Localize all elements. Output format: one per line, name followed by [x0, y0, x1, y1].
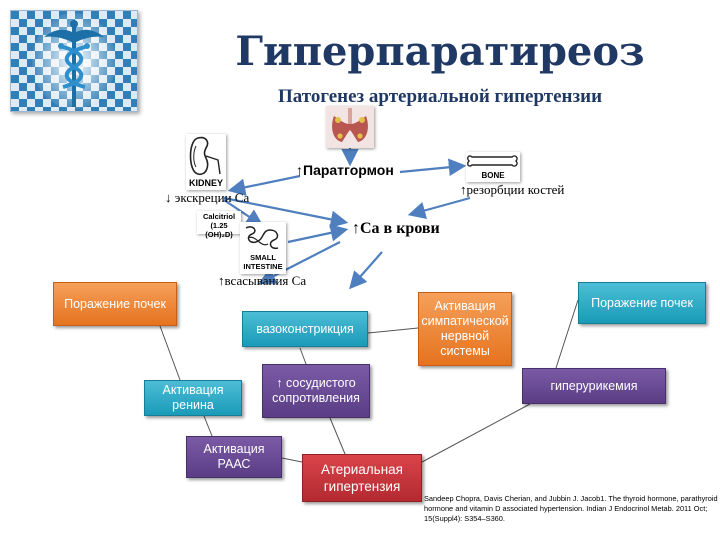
calcitriol-name: Calcitriol	[202, 212, 236, 221]
line-raas-hypertension	[281, 457, 303, 463]
bone-image: BONE	[466, 152, 520, 182]
raas-activation-box: Активация РААС	[186, 436, 282, 478]
thyroid-gland-icon	[326, 106, 374, 148]
line-vaso-sympathetic	[367, 327, 419, 334]
intestine-image: SMALL INTESTINE	[240, 222, 286, 274]
page-title: Гиперпаратиреоз	[235, 28, 645, 75]
kidney-damage-right-box: Поражение почек	[578, 282, 706, 324]
renin-activation-box: Активация ренина	[144, 380, 242, 416]
arrow-pth-to-bone	[399, 158, 467, 177]
arrow-bone-to-ca	[407, 196, 471, 219]
absorption-label: ↑всасывания Са	[218, 273, 307, 288]
reference-citation: Sandeep Chopra, Davis Cherian, and Jubbi…	[424, 494, 718, 523]
intestine-icon	[245, 226, 279, 250]
hyperuricemia-box: гиперурикемия	[522, 368, 666, 404]
sympathetic-activation-box: Активация симпатической нервной системы	[418, 292, 512, 366]
line-vaso-resistance	[299, 347, 307, 365]
arrow-kidney-to-calcitriol	[223, 199, 264, 227]
arterial-hypertension-box: Атериальная гипертензия	[302, 454, 422, 502]
calcitriol-formula: (1.25 (OH)₂D)	[205, 221, 233, 239]
kidney-label: KIDNEY	[188, 178, 223, 188]
intestine-label-2: INTESTINE	[243, 262, 283, 271]
bone-label: BONE	[481, 171, 505, 180]
arrow-pth-to-kidney	[227, 174, 301, 196]
arrow-ca-down-left	[258, 241, 341, 285]
line-kidney-renin	[159, 325, 181, 381]
kidney-damage-left-box: Поражение почек	[53, 282, 177, 326]
calcitriol-label: Calcitriol (1.25 (OH)₂D)	[197, 211, 241, 239]
kidney-image: KIDNEY	[186, 134, 226, 190]
blood-ca-label: ↑Са в крови	[352, 220, 440, 237]
line-hyperuricemia-hypertension	[421, 403, 531, 463]
vasoconstriction-box: вазоконстрикция	[242, 311, 368, 347]
kidney-icon	[189, 136, 221, 176]
page-subtitle: Патогенез артериальной гипертензии	[277, 86, 603, 107]
resorption-label: ↑резорбции костей	[460, 182, 565, 197]
vascular-resistance-box: ↑ сосудистого сопротивления	[262, 364, 370, 418]
parathyroid-image	[326, 106, 374, 148]
intestine-label: SMALL INTESTINE	[240, 253, 286, 271]
line-renin-raas	[203, 415, 213, 437]
arrow-kidney-to-ca	[223, 196, 349, 229]
arrow-intestine-to-ca	[287, 224, 349, 244]
line-kidney-hyperuricemia	[555, 299, 579, 369]
caduceus-logo	[10, 10, 138, 112]
line-resistance-hypertension	[329, 417, 346, 455]
excretion-label: ↓ экскреции Са	[165, 190, 250, 205]
arrow-ca-down	[349, 251, 383, 290]
bone-icon	[467, 155, 518, 167]
caduceus-icon	[11, 11, 137, 111]
intestine-label-1: SMALL	[250, 253, 276, 262]
pth-label: ↑Паратгормон	[296, 162, 394, 178]
